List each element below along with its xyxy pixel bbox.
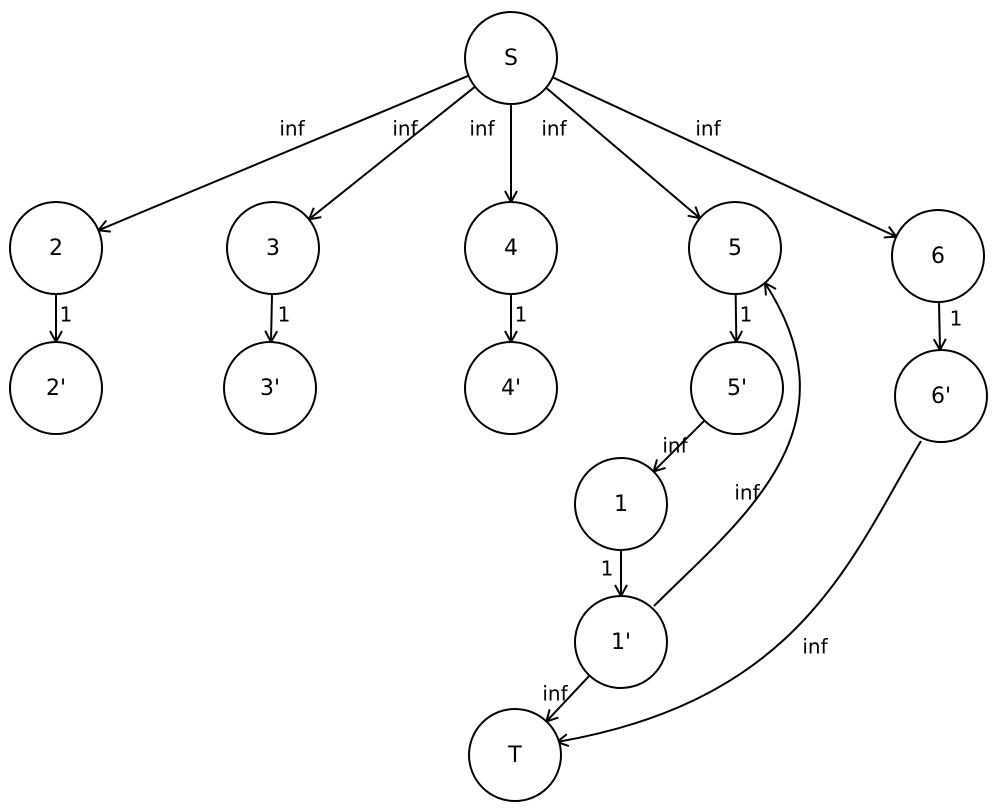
edge-label-1p-to-T: inf: [542, 682, 568, 706]
node-label-3: 3: [266, 236, 280, 261]
node-circle-1: [574, 457, 668, 551]
node-5: 5: [688, 201, 782, 295]
edge-labels-layer: inf inf inf inf inf 1 1 1 1 1 inf 1 inf inf inf: [60, 117, 963, 706]
node-label-1p: 1': [611, 630, 631, 655]
node-label-1: 1: [614, 492, 628, 517]
node-1p: 1': [574, 595, 668, 689]
edge-label-S-to-6: inf: [695, 117, 721, 141]
node-label-2: 2: [49, 236, 63, 261]
node-circle-5p: [690, 341, 784, 435]
node-label-5: 5: [728, 236, 742, 261]
node-4p: 4': [464, 341, 558, 435]
node-circle-5: [688, 201, 782, 295]
edge-label-S-to-5: inf: [541, 117, 567, 141]
edge-label-S-to-2: inf: [279, 117, 305, 141]
edge-label-6p-to-T: inf: [802, 635, 828, 659]
node-label-5p: 5': [727, 376, 747, 401]
edge-S-to-6: [552, 76, 897, 236]
node-label-S: S: [504, 46, 518, 71]
edge-label-5-to-5p: 1: [740, 303, 753, 327]
edge-S-to-2: [98, 74, 469, 231]
node-S: S: [464, 11, 558, 105]
edge-3-to-3p: [271, 293, 272, 342]
edge-6-to-6p: [939, 301, 940, 350]
node-circle-6: [891, 209, 985, 303]
node-2p: 2': [9, 341, 103, 435]
edge-S-to-3: [309, 85, 476, 220]
node-circle-3p: [223, 341, 317, 435]
node-circle-T: [468, 708, 562, 802]
node-circle-S: [464, 11, 558, 105]
edge-label-6-to-6p: 1: [950, 307, 963, 331]
node-label-4: 4: [504, 236, 518, 261]
node-T: T: [468, 708, 562, 802]
edge-5p-to-1: [654, 419, 706, 472]
node-label-T: T: [507, 743, 522, 768]
node-5p: 5': [690, 341, 784, 435]
node-4: 4: [464, 201, 558, 295]
edge-1p-to-5: [653, 283, 801, 607]
node-3: 3: [226, 201, 320, 295]
node-circle-2: [9, 201, 103, 295]
node-circle-1p: [574, 595, 668, 689]
node-circle-4p: [464, 341, 558, 435]
edge-label-S-to-4: inf: [469, 117, 495, 141]
node-1: 1: [574, 457, 668, 551]
edge-label-4-to-4p: 1: [515, 303, 528, 327]
node-label-6p: 6': [931, 384, 951, 409]
node-circle-3: [226, 201, 320, 295]
edge-label-5p-to-1: inf: [662, 434, 688, 458]
node-label-3p: 3': [260, 376, 280, 401]
node-label-2p: 2': [46, 376, 66, 401]
node-circle-2p: [9, 341, 103, 435]
edge-label-S-to-3: inf: [392, 117, 418, 141]
edges-layer: [56, 74, 940, 742]
node-label-4p: 4': [501, 376, 521, 401]
node-circle-4: [464, 201, 558, 295]
edge-5-to-5p: [736, 293, 737, 342]
edge-label-1-to-1p: 1: [601, 557, 614, 581]
edge-label-3-to-3p: 1: [278, 303, 291, 327]
node-6: 6: [891, 209, 985, 303]
edge-label-1p-to-5: inf: [734, 481, 760, 505]
node-circle-6p: [894, 349, 988, 443]
nodes-layer: S 2 3 4 5 6 2' 3' 4' 5' 6' 1 1' T: [9, 11, 988, 802]
node-6p: 6': [894, 349, 988, 443]
node-2: 2: [9, 201, 103, 295]
edge-6p-to-T: [557, 440, 922, 742]
edge-1p-to-T: [546, 674, 591, 722]
node-3p: 3': [223, 341, 317, 435]
node-label-6: 6: [931, 244, 945, 269]
edge-label-2-to-2p: 1: [60, 303, 73, 327]
edge-S-to-5: [545, 86, 700, 218]
